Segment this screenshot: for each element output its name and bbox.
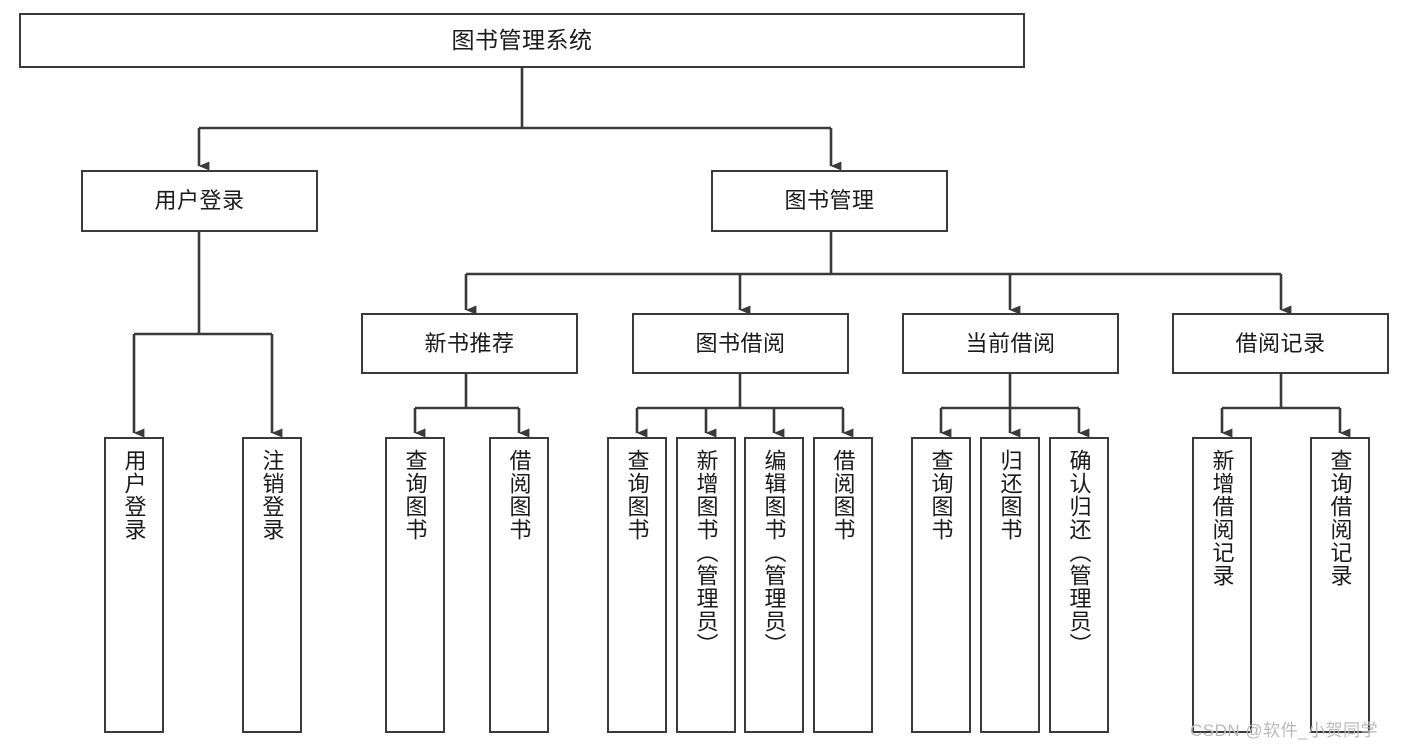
node-borrow-record-label: 借阅记录 — [1235, 330, 1326, 356]
node-new-book-recommend[interactable]: 新书推荐 — [361, 313, 578, 374]
node-user-login[interactable]: 用户登录 — [81, 170, 318, 232]
node-leaf-add-book[interactable]: 新增图书（管理员） — [676, 437, 736, 733]
node-leaf-borrow-book-2-label: 借阅图书 — [830, 449, 856, 541]
node-current-borrow[interactable]: 当前借阅 — [902, 313, 1119, 374]
node-leaf-edit-book-label: 编辑图书（管理员） — [761, 449, 787, 656]
node-leaf-add-record[interactable]: 新增借阅记录 — [1192, 437, 1252, 733]
node-leaf-query-record[interactable]: 查询借阅记录 — [1310, 437, 1370, 733]
node-leaf-user-login-label: 用户登录 — [121, 449, 147, 541]
node-leaf-return-book[interactable]: 归还图书 — [980, 437, 1040, 733]
node-book-manage-label: 图书管理 — [784, 188, 875, 214]
node-current-borrow-label: 当前借阅 — [965, 330, 1056, 356]
csdn-watermark: CSDN @软件_小贺同学 — [1190, 721, 1379, 740]
node-leaf-query-record-label: 查询借阅记录 — [1327, 449, 1353, 587]
node-leaf-query-book-1[interactable]: 查询图书 — [385, 437, 445, 733]
node-leaf-add-record-label: 新增借阅记录 — [1209, 449, 1235, 587]
node-leaf-add-book-label: 新增图书（管理员） — [693, 449, 719, 656]
node-leaf-confirm-return-label: 确认归还（管理员） — [1066, 449, 1092, 656]
node-leaf-query-book-2[interactable]: 查询图书 — [607, 437, 667, 733]
node-book-borrow[interactable]: 图书借阅 — [632, 313, 849, 374]
node-root-label: 图书管理系统 — [451, 27, 593, 54]
node-book-borrow-label: 图书借阅 — [695, 330, 786, 356]
node-leaf-borrow-book-1[interactable]: 借阅图书 — [489, 437, 549, 733]
node-leaf-logout-login[interactable]: 注销登录 — [242, 437, 302, 733]
node-leaf-confirm-return[interactable]: 确认归还（管理员） — [1049, 437, 1109, 733]
node-leaf-return-book-label: 归还图书 — [997, 449, 1023, 541]
node-root[interactable]: 图书管理系统 — [19, 13, 1025, 68]
node-new-book-recommend-label: 新书推荐 — [424, 330, 515, 356]
node-borrow-record[interactable]: 借阅记录 — [1172, 313, 1389, 374]
node-leaf-borrow-book-1-label: 借阅图书 — [506, 449, 532, 541]
node-leaf-logout-login-label: 注销登录 — [259, 449, 285, 541]
node-leaf-query-book-3[interactable]: 查询图书 — [911, 437, 971, 733]
node-leaf-query-book-3-label: 查询图书 — [928, 449, 954, 541]
node-leaf-edit-book[interactable]: 编辑图书（管理员） — [744, 437, 804, 733]
node-leaf-query-book-2-label: 查询图书 — [624, 449, 650, 541]
node-leaf-query-book-1-label: 查询图书 — [402, 449, 428, 541]
node-user-login-label: 用户登录 — [154, 188, 245, 214]
node-book-manage[interactable]: 图书管理 — [711, 170, 948, 232]
node-leaf-user-login[interactable]: 用户登录 — [104, 437, 164, 733]
node-leaf-borrow-book-2[interactable]: 借阅图书 — [813, 437, 873, 733]
